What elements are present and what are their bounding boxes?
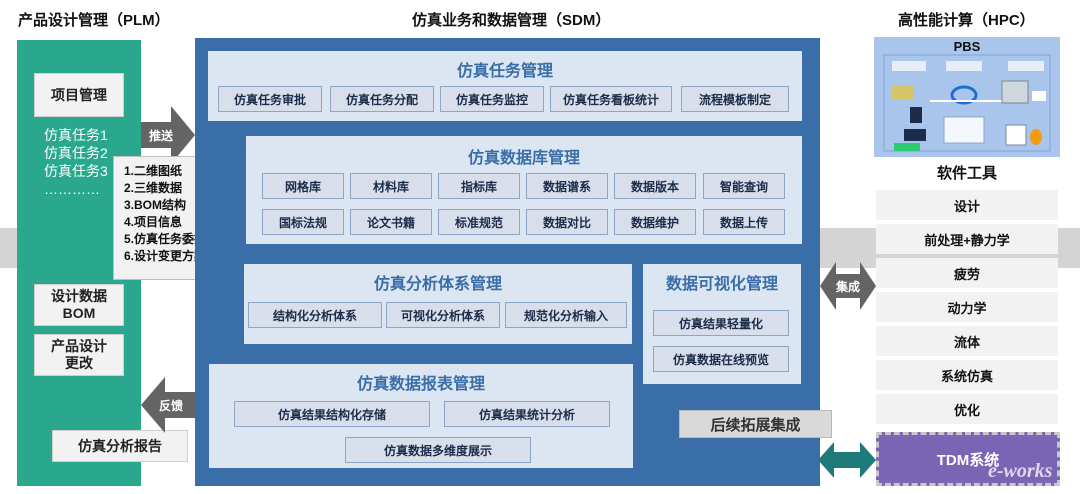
db-chip-compare[interactable]: 数据对比 [526, 209, 608, 235]
push-item: 1.二维图纸 [124, 164, 183, 178]
db-chip-mesh[interactable]: 网格库 [262, 173, 344, 199]
vis-mgmt-title: 数据可视化管理 [665, 276, 778, 293]
visual-analysis-chip[interactable]: 可视化分析体系 [386, 302, 500, 328]
task-item[interactable]: 仿真任务2 [44, 145, 108, 161]
future-integration-box[interactable]: 后续拓展集成 [679, 410, 832, 438]
push-label: 推送 [149, 128, 174, 143]
report-mgmt-title: 仿真数据报表管理 [356, 376, 485, 393]
push-item: 5.仿真任务委托书 [124, 232, 219, 246]
db-chip-index[interactable]: 指标库 [438, 173, 520, 199]
task-assign-chip[interactable]: 仿真任务分配 [330, 86, 434, 112]
analysis-mgmt-title: 仿真分析体系管理 [373, 276, 502, 293]
software-item-preprocess[interactable]: 前处理+静力学 [876, 224, 1058, 254]
plm-header: 产品设计管理（PLM） [18, 12, 170, 29]
design-change-line1: 产品设计 [51, 338, 107, 354]
task-mgmt-title: 仿真任务管理 [456, 63, 553, 80]
tdm-label: TDM系统 [936, 451, 1000, 469]
online-preview-chip[interactable]: 仿真数据在线预览 [653, 346, 789, 372]
e-works-watermark: e-works [988, 460, 1053, 482]
software-title: 软件工具 [936, 165, 997, 182]
statistical-analysis-chip[interactable]: 仿真结果统计分析 [444, 401, 610, 427]
task-monitor-chip[interactable]: 仿真任务监控 [440, 86, 544, 112]
db-mgmt-title: 仿真数据库管理 [467, 150, 580, 167]
design-bom-line1: 设计数据 [51, 288, 107, 304]
design-bom-box[interactable]: 设计数据 BOM [34, 284, 124, 326]
feedback-arrow: 反馈 [141, 377, 195, 433]
task-list: 仿真任务1 仿真任务2 仿真任务3 ………… [44, 126, 108, 198]
software-item-fatigue[interactable]: 疲劳 [876, 258, 1058, 288]
tdm-arrow [818, 440, 876, 480]
sdm-header: 仿真业务和数据管理（SDM） [412, 12, 611, 29]
push-arrow: 推送 [141, 106, 195, 164]
tdm-system-box[interactable]: TDM系统 [876, 432, 1060, 486]
analysis-report-box[interactable]: 仿真分析报告 [52, 430, 188, 462]
db-chip-lineage[interactable]: 数据谱系 [526, 173, 608, 199]
project-mgmt-box[interactable]: 项目管理 [34, 73, 124, 117]
push-item: 3.BOM结构 [124, 198, 187, 212]
integrate-arrow: 集成 [820, 258, 876, 314]
software-item-dynamics[interactable]: 动力学 [876, 292, 1058, 322]
push-item: 6.设计变更方案 [124, 249, 207, 263]
pbs-label: PBS [953, 39, 981, 54]
db-chip-papers[interactable]: 论文书籍 [350, 209, 432, 235]
light-result-chip[interactable]: 仿真结果轻量化 [653, 310, 789, 336]
task-item[interactable]: 仿真任务3 [44, 163, 108, 179]
push-item: 4.项目信息 [124, 215, 183, 229]
design-bom-line2: BOM [62, 305, 96, 321]
db-chip-material[interactable]: 材料库 [350, 173, 432, 199]
software-item-system-sim[interactable]: 系统仿真 [876, 360, 1058, 390]
multi-dim-display-chip[interactable]: 仿真数据多维度展示 [345, 437, 531, 463]
double-arrow-tdm-icon [818, 442, 876, 478]
push-arrow-icon [141, 106, 195, 164]
db-chip-norms[interactable]: 标准规范 [438, 209, 520, 235]
task-item[interactable]: 仿真任务1 [44, 127, 108, 143]
push-item: 2.三维数据 [124, 181, 183, 195]
pbs-diagram: PBS [874, 37, 1060, 157]
hpc-header: 高性能计算（HPC） [898, 12, 1035, 29]
structured-analysis-chip[interactable]: 结构化分析体系 [248, 302, 382, 328]
software-item-fluid[interactable]: 流体 [876, 326, 1058, 356]
design-change-line2: 更改 [65, 355, 93, 371]
design-change-box[interactable]: 产品设计 更改 [34, 334, 124, 376]
flow-template-chip[interactable]: 流程模板制定 [681, 86, 789, 112]
task-board-chip[interactable]: 仿真任务看板统计 [550, 86, 672, 112]
feedback-arrow-icon [141, 377, 195, 433]
task-item-ellipsis: ………… [44, 181, 100, 197]
software-item-optimization[interactable]: 优化 [876, 394, 1058, 424]
db-chip-standards[interactable]: 国标法规 [262, 209, 344, 235]
structured-storage-chip[interactable]: 仿真结果结构化存储 [234, 401, 430, 427]
pbs-illustration [883, 54, 1051, 152]
integrate-label: 集成 [836, 280, 861, 294]
db-chip-query[interactable]: 智能查询 [703, 173, 785, 199]
normalized-input-chip[interactable]: 规范化分析输入 [505, 302, 627, 328]
software-list: 设计 前处理+静力学 疲劳 动力学 流体 系统仿真 优化 [876, 190, 1058, 426]
feedback-label: 反馈 [159, 399, 184, 413]
double-arrow-icon [820, 262, 876, 310]
db-chip-maintain[interactable]: 数据维护 [614, 209, 696, 235]
db-chip-upload[interactable]: 数据上传 [703, 209, 785, 235]
db-chip-version[interactable]: 数据版本 [614, 173, 696, 199]
software-item-design[interactable]: 设计 [876, 190, 1058, 220]
task-approval-chip[interactable]: 仿真任务审批 [218, 86, 322, 112]
